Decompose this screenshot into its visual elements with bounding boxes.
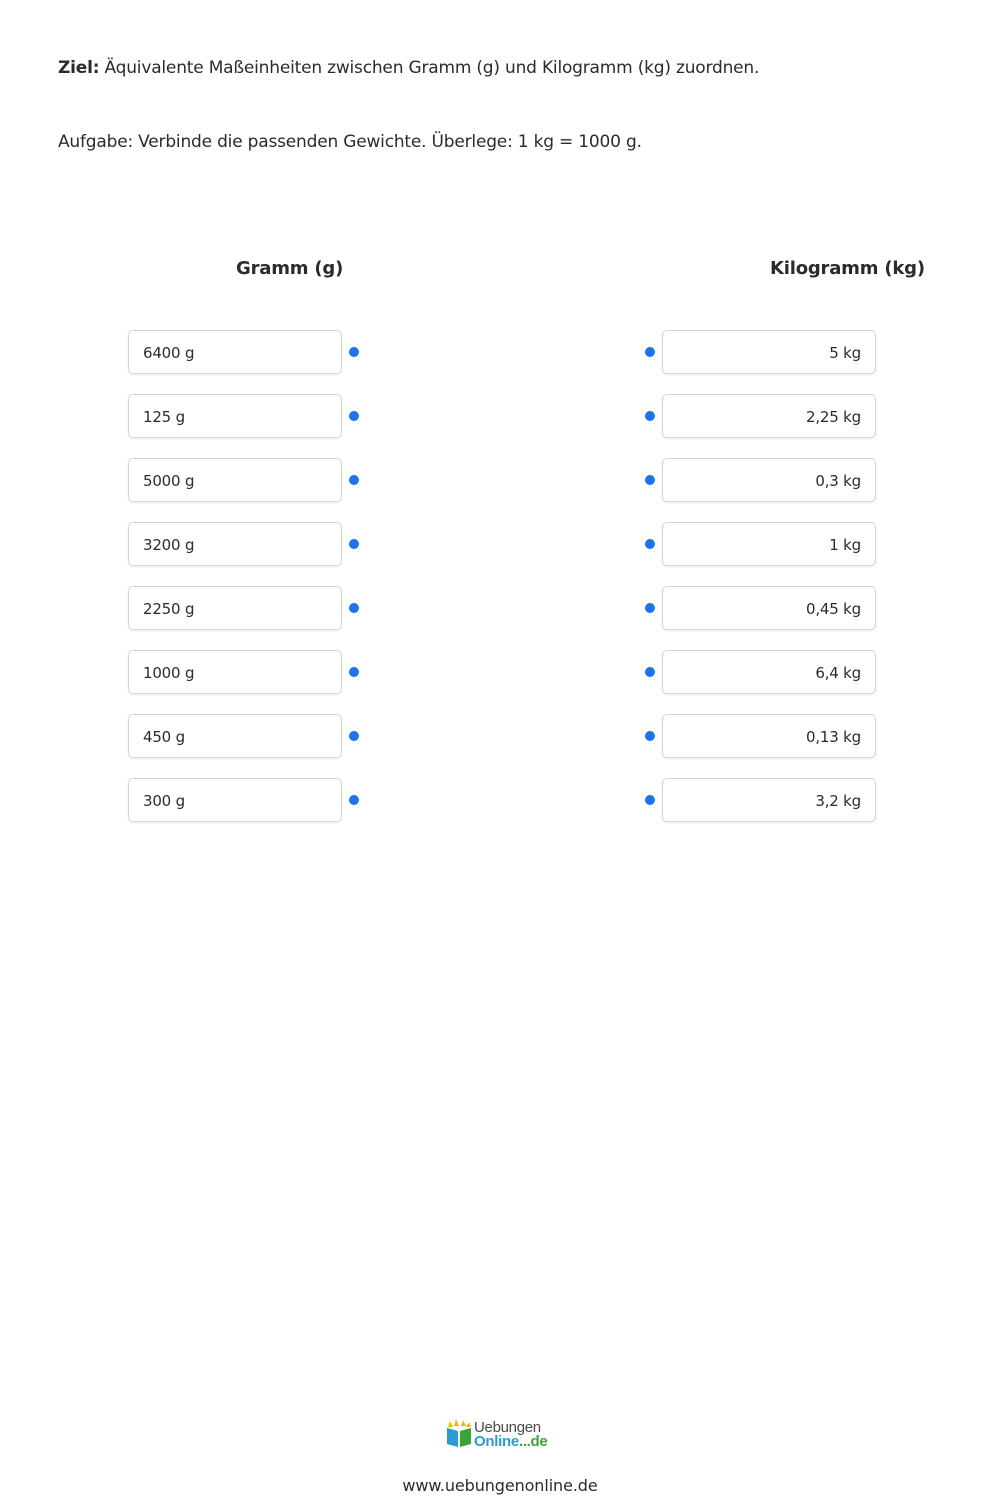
connector-dot[interactable] — [349, 539, 359, 549]
connector-dot[interactable] — [645, 731, 655, 741]
gramm-row: 450 g — [128, 714, 378, 760]
connector-dot[interactable] — [349, 347, 359, 357]
kilogramm-row: 1 kg — [640, 522, 890, 568]
gramm-row: 5000 g — [128, 458, 378, 504]
kilogramm-row: 0,45 kg — [640, 586, 890, 632]
connector-dot[interactable] — [349, 411, 359, 421]
connector-dot[interactable] — [645, 667, 655, 677]
connector-dot[interactable] — [349, 667, 359, 677]
connector-dot[interactable] — [349, 603, 359, 613]
gramm-item[interactable]: 2250 g — [128, 586, 342, 630]
connector-dot[interactable] — [349, 731, 359, 741]
kilogramm-column: 5 kg 2,25 kg 0,3 kg 1 kg 0,45 kg 6,4 kg … — [640, 330, 890, 824]
task-line: Aufgabe: Verbinde die passenden Gewichte… — [58, 132, 642, 152]
kilogramm-item[interactable]: 6,4 kg — [662, 650, 876, 694]
connector-dot[interactable] — [349, 475, 359, 485]
kilogramm-item[interactable]: 0,45 kg — [662, 586, 876, 630]
kilogramm-row: 3,2 kg — [640, 778, 890, 824]
gramm-item[interactable]: 1000 g — [128, 650, 342, 694]
kilogramm-item[interactable]: 1 kg — [662, 522, 876, 566]
kilogramm-row: 0,3 kg — [640, 458, 890, 504]
connector-dot[interactable] — [645, 539, 655, 549]
connector-dot[interactable] — [645, 795, 655, 805]
kilogramm-item[interactable]: 5 kg — [662, 330, 876, 374]
goal-line: Ziel: Äquivalente Maßeinheiten zwischen … — [58, 58, 759, 78]
gramm-row: 3200 g — [128, 522, 378, 568]
goal-text: Äquivalente Maßeinheiten zwischen Gramm … — [99, 58, 760, 78]
goal-label: Ziel: — [58, 58, 100, 78]
logo-text-online-word: Online — [474, 1433, 519, 1450]
connector-dot[interactable] — [645, 603, 655, 613]
kilogramm-row: 6,4 kg — [640, 650, 890, 696]
footer-url: www.uebungenonline.de — [402, 1476, 598, 1495]
kilogramm-row: 5 kg — [640, 330, 890, 376]
gramm-item[interactable]: 125 g — [128, 394, 342, 438]
connector-dot[interactable] — [645, 411, 655, 421]
gramm-row: 2250 g — [128, 586, 378, 632]
kilogramm-item[interactable]: 3,2 kg — [662, 778, 876, 822]
kilogramm-item[interactable]: 2,25 kg — [662, 394, 876, 438]
gramm-row: 300 g — [128, 778, 378, 824]
gramm-item[interactable]: 5000 g — [128, 458, 342, 502]
gramm-column: 6400 g 125 g 5000 g 3200 g 2250 g 1000 g… — [128, 330, 378, 824]
kilogramm-item[interactable]: 0,3 kg — [662, 458, 876, 502]
gramm-item[interactable]: 300 g — [128, 778, 342, 822]
site-logo: Uebungen Online...de — [444, 1418, 564, 1452]
logo-text-uebungen: Uebungen — [474, 1419, 541, 1436]
connector-dot[interactable] — [645, 475, 655, 485]
gramm-row: 6400 g — [128, 330, 378, 376]
heading-kilogramm: Kilogramm (kg) — [770, 258, 925, 279]
gramm-row: 125 g — [128, 394, 378, 440]
kilogramm-item[interactable]: 0,13 kg — [662, 714, 876, 758]
logo-text-online: Online...de — [474, 1433, 548, 1450]
kilogramm-row: 2,25 kg — [640, 394, 890, 440]
heading-gramm: Gramm (g) — [236, 258, 344, 279]
connector-dot[interactable] — [349, 795, 359, 805]
gramm-item[interactable]: 6400 g — [128, 330, 342, 374]
connector-dot[interactable] — [645, 347, 655, 357]
gramm-row: 1000 g — [128, 650, 378, 696]
kilogramm-row: 0,13 kg — [640, 714, 890, 760]
book-logo-icon — [447, 1419, 471, 1447]
gramm-item[interactable]: 450 g — [128, 714, 342, 758]
gramm-item[interactable]: 3200 g — [128, 522, 342, 566]
logo-text-domain: ...de — [518, 1433, 548, 1450]
